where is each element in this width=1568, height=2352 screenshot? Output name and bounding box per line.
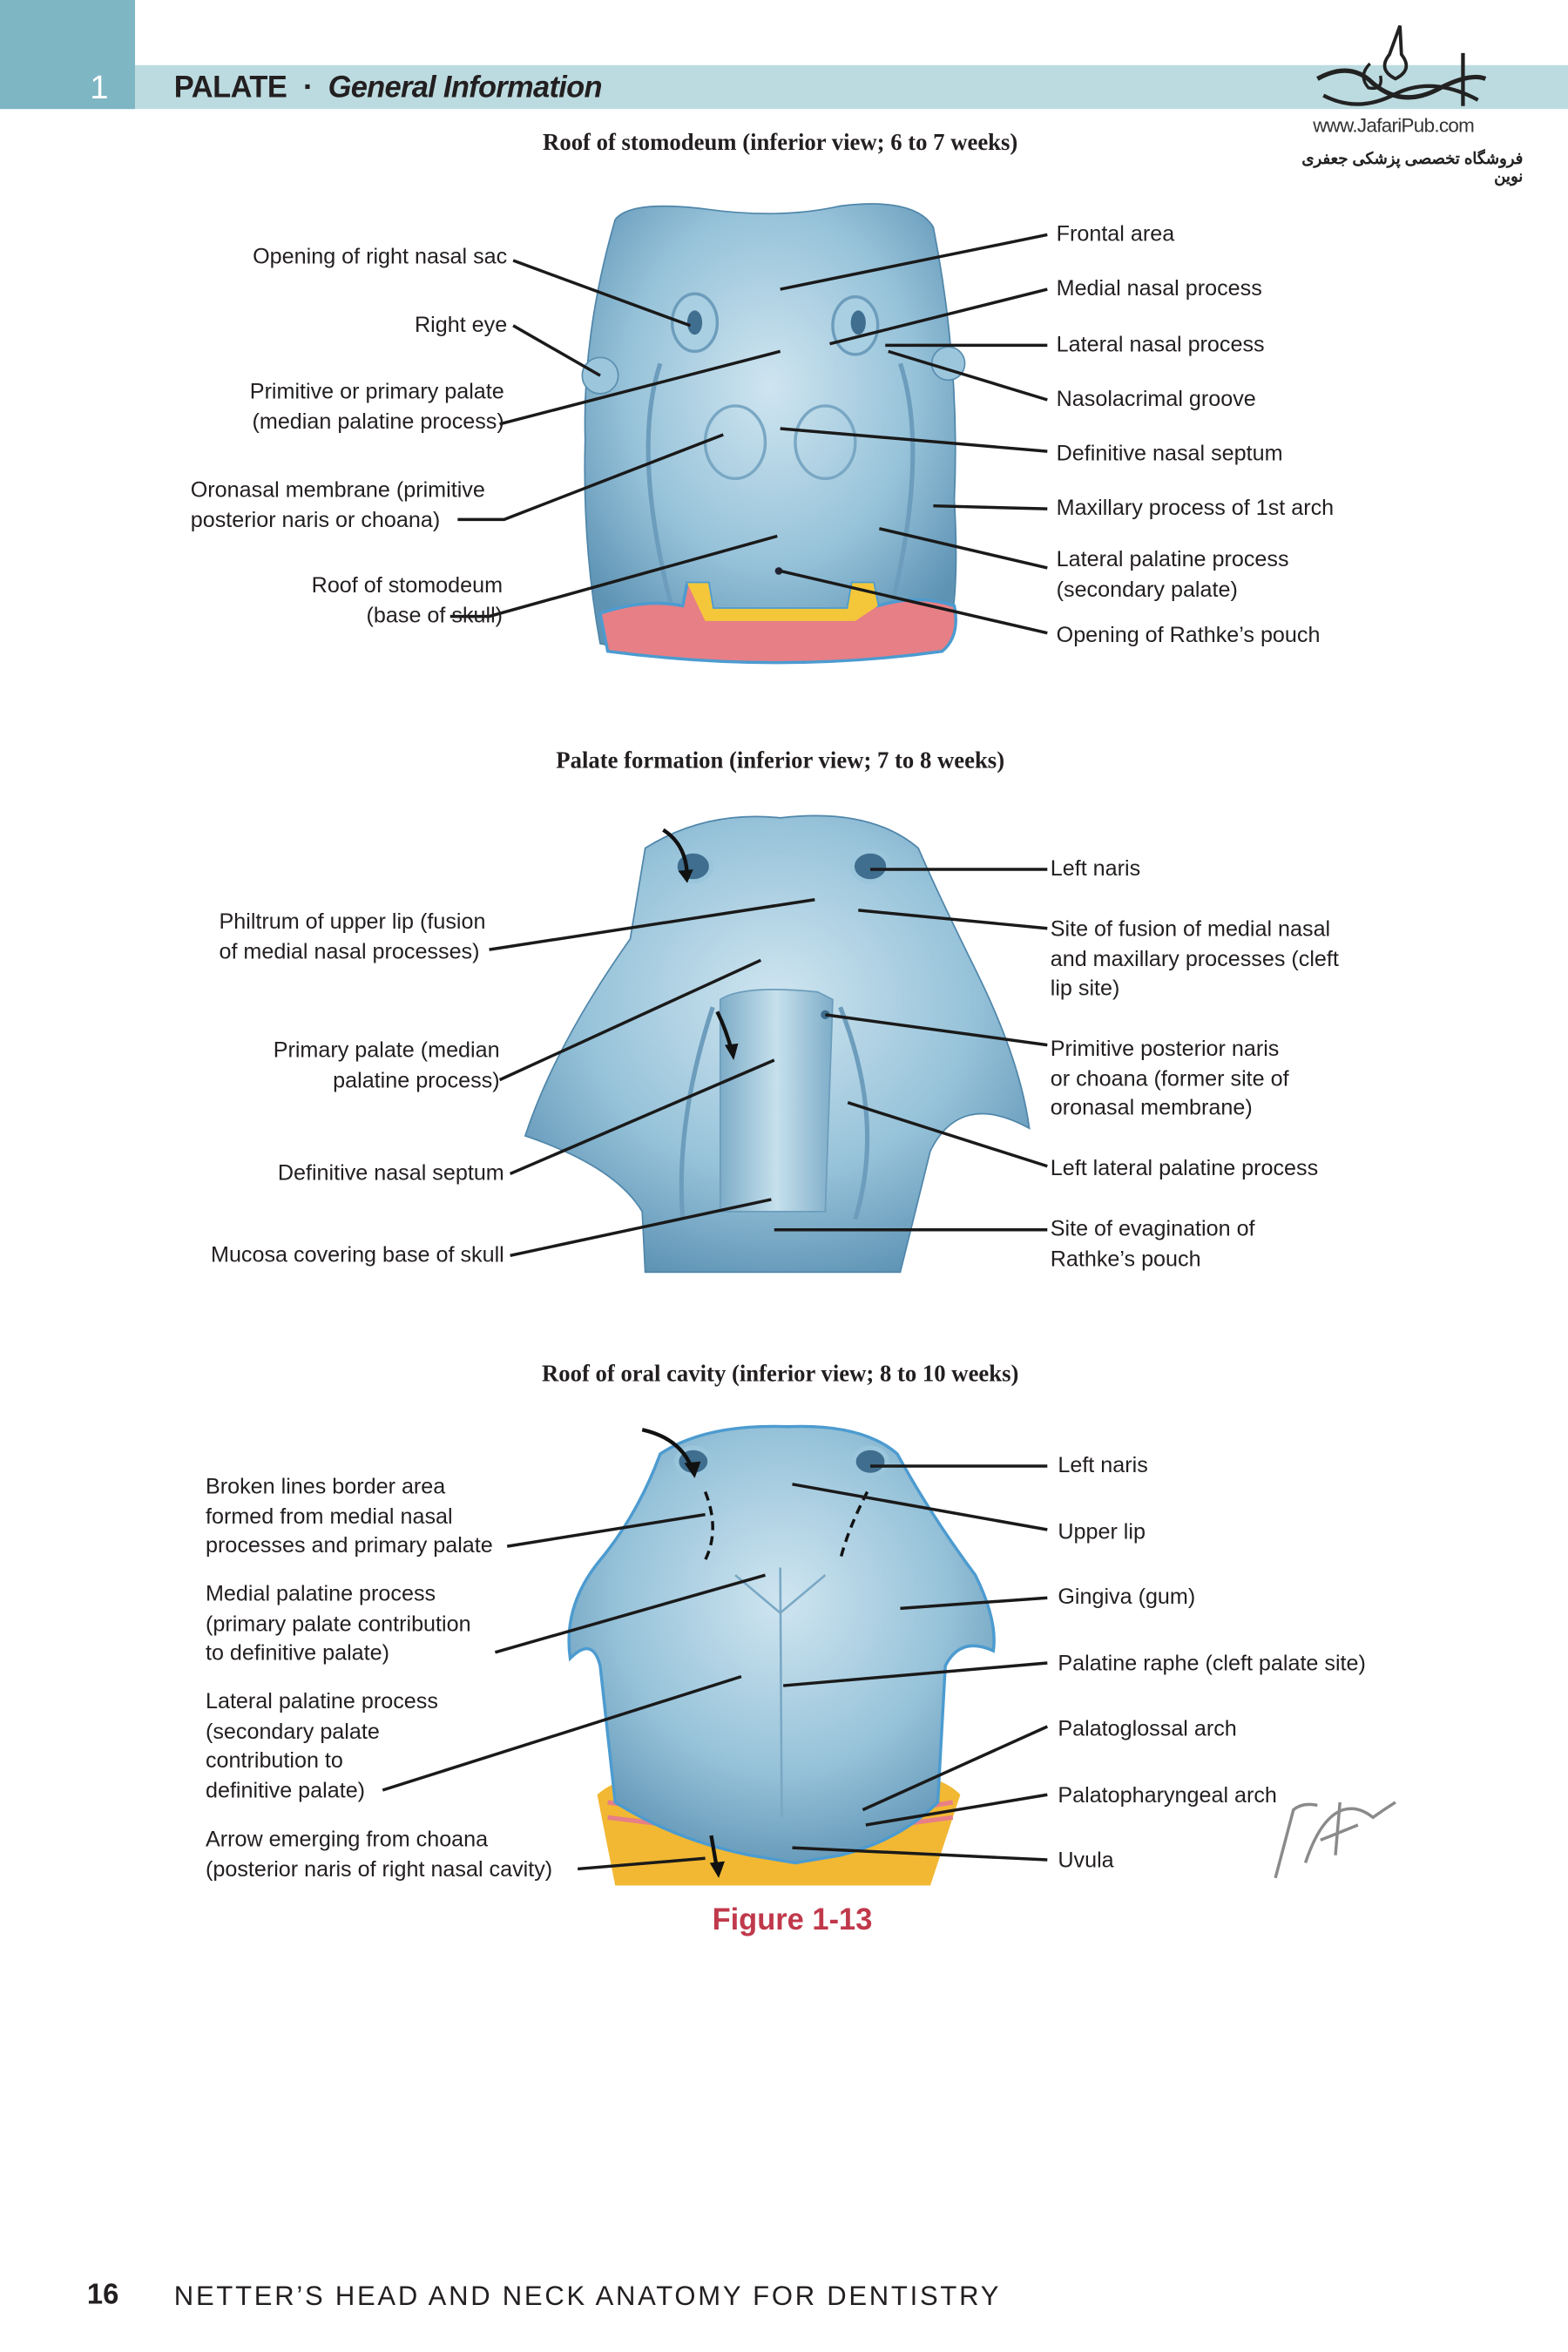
label-opening-right-nasal-sac: Opening of right nasal sac bbox=[253, 245, 508, 270]
label-lateral-nasal-process: Lateral nasal process bbox=[1056, 333, 1265, 358]
label-arrow-from-choana: Arrow emerging from choana(posterior nar… bbox=[205, 1828, 553, 1882]
leader-lines bbox=[382, 233, 1049, 1871]
netter-signature bbox=[1274, 1801, 1396, 1879]
separator: ▪ bbox=[304, 75, 311, 98]
oral-roof-illustration bbox=[567, 1424, 996, 1886]
label-upper-lip: Upper lip bbox=[1058, 1520, 1146, 1545]
book-title: NETTER’S HEAD AND NECK ANATOMY FOR DENTI… bbox=[173, 2281, 1002, 2312]
label-maxillary-process: Maxillary process of 1st arch bbox=[1056, 497, 1335, 522]
label-frontal-area: Frontal area bbox=[1056, 222, 1175, 247]
palate-formation-illustration bbox=[524, 814, 1031, 1274]
section-name: PALATE bbox=[173, 71, 287, 105]
header-title: PALATE ▪ General Information bbox=[173, 65, 603, 111]
label-lateral-palatine-process: Lateral palatine process(secondary palat… bbox=[1056, 548, 1289, 603]
label-opening-rathkes-pouch: Opening of Rathke’s pouch bbox=[1056, 624, 1321, 649]
label-nasolacrimal-groove: Nasolacrimal groove bbox=[1056, 388, 1256, 412]
label-palatopharyngeal-arch: Palatopharyngeal arch bbox=[1058, 1784, 1277, 1808]
label-lateral-palatine-process-3: Lateral palatine process(secondary palat… bbox=[205, 1690, 438, 1803]
label-primitive-palate: Primitive or primary palate(median palat… bbox=[249, 380, 504, 435]
panel-1-title: Roof of stomodeum (inferior view; 6 to 7… bbox=[543, 130, 1018, 157]
panel-2-title: Palate formation (inferior view; 7 to 8 … bbox=[556, 747, 1005, 774]
label-definitive-nasal-septum-2: Definitive nasal septum bbox=[277, 1161, 504, 1186]
section-subtitle: General Information bbox=[328, 71, 603, 105]
page-number: 16 bbox=[86, 2279, 119, 2312]
stomodeum-illustration bbox=[581, 203, 966, 665]
label-left-naris-3: Left naris bbox=[1058, 1454, 1148, 1478]
label-left-naris: Left naris bbox=[1050, 857, 1141, 882]
watermark-tagline: فروشگاه تخصصی پزشکی جعفری نوین bbox=[1301, 150, 1524, 186]
label-palatine-raphe: Palatine raphe (cleft palate site) bbox=[1058, 1652, 1366, 1677]
figure-label: Figure 1-13 bbox=[712, 1903, 873, 1937]
label-left-lateral-palatine-process: Left lateral palatine process bbox=[1050, 1157, 1319, 1182]
label-definitive-nasal-septum: Definitive nasal septum bbox=[1056, 442, 1283, 467]
label-uvula: Uvula bbox=[1058, 1848, 1114, 1874]
label-medial-nasal-process: Medial nasal process bbox=[1056, 277, 1262, 301]
label-roof-of-stomodeum: Roof of stomodeum(base of skull) bbox=[311, 573, 504, 628]
label-mucosa-base-of-skull: Mucosa covering base of skull bbox=[211, 1243, 504, 1268]
label-medial-palatine-process: Medial palatine process(primary palate c… bbox=[205, 1582, 471, 1666]
label-right-eye: Right eye bbox=[415, 313, 508, 338]
label-palatoglossal-arch: Palatoglossal arch bbox=[1058, 1717, 1237, 1742]
watermark-url: www.JafariPub.com bbox=[1313, 113, 1475, 137]
panel-3-title: Roof of oral cavity (inferior view; 8 to… bbox=[541, 1362, 1019, 1388]
chapter-tab bbox=[0, 0, 136, 110]
label-gingiva: Gingiva (gum) bbox=[1058, 1585, 1196, 1611]
chapter-number: 1 bbox=[90, 68, 109, 106]
